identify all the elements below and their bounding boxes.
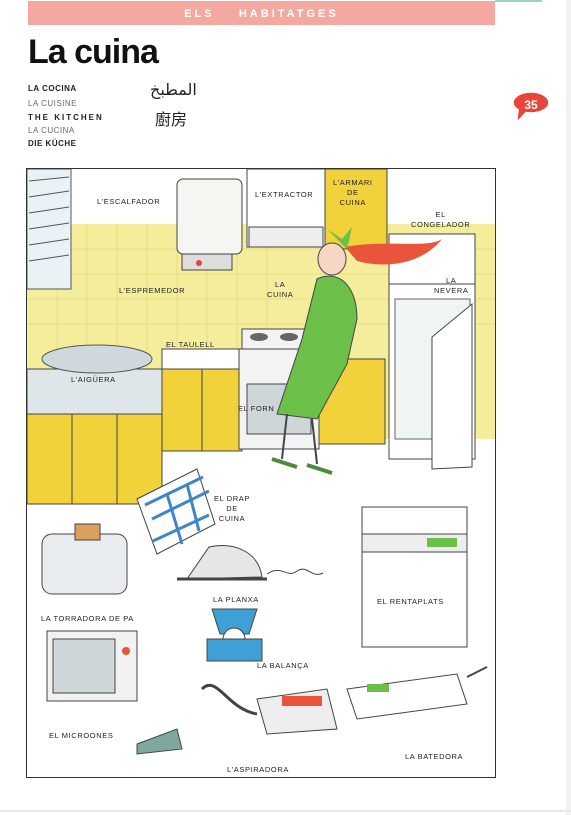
label-torradora: LA TORRADORA DE PA bbox=[41, 614, 134, 623]
page-title: La cuina bbox=[28, 33, 159, 71]
label-espremedor: L'ESPREMEDOR bbox=[119, 286, 186, 295]
section-header-bar: ELS HABITATGES bbox=[28, 1, 495, 25]
translation-english: THE KITCHEN bbox=[28, 113, 104, 122]
page-number-badge-icon bbox=[513, 92, 549, 121]
label-nevera: LA NEVERA bbox=[434, 276, 469, 295]
label-armari-de-cuina: L'ARMARI DE CUINA bbox=[333, 178, 373, 207]
label-balanca: LA BALANÇA bbox=[257, 661, 309, 670]
label-microones: EL MICROONES bbox=[49, 731, 114, 740]
label-extractor: L'EXTRACTOR bbox=[255, 190, 314, 199]
translation-german: DIE KÜCHE bbox=[28, 139, 77, 148]
label-cuina: LA CUINA bbox=[267, 280, 294, 299]
kitchen-scene-art bbox=[27, 169, 495, 755]
label-aiguera: L'AIGÜERA bbox=[71, 375, 116, 384]
label-congelador: EL CONGELADOR bbox=[411, 210, 471, 229]
page-bottom-edge bbox=[0, 810, 571, 812]
page-edge-shadow bbox=[566, 0, 571, 815]
label-batedora: LA BATEDORA bbox=[405, 752, 464, 761]
label-forn: EL FORN bbox=[238, 404, 275, 413]
label-drap-de-cuina: EL DRAP DE CUINA bbox=[214, 494, 251, 523]
label-escalfador: L'ESCALFADOR bbox=[97, 197, 161, 206]
section-title: ELS HABITATGES bbox=[184, 8, 339, 20]
label-planxa: LA PLANXA bbox=[213, 595, 259, 604]
translation-italian: LA CUCINA bbox=[28, 126, 75, 135]
label-aspiradora: L'ASPIRADORA bbox=[227, 765, 289, 774]
page-number: 35 bbox=[524, 98, 538, 112]
label-taulell: EL TAULELL bbox=[166, 340, 215, 349]
translation-french: LA CUISINE bbox=[28, 99, 78, 108]
translation-spanish: LA COCINA bbox=[28, 84, 77, 93]
translation-arabic: المطبخ bbox=[150, 80, 197, 99]
translation-chinese: 廚房 bbox=[155, 110, 188, 129]
kitchen-illustration: L'ESCALFADOR L'EXTRACTOR L'ARMARI DE CUI… bbox=[26, 168, 496, 778]
label-rentaplats: EL RENTAPLATS bbox=[377, 597, 444, 606]
section-bar-accent bbox=[495, 0, 542, 2]
